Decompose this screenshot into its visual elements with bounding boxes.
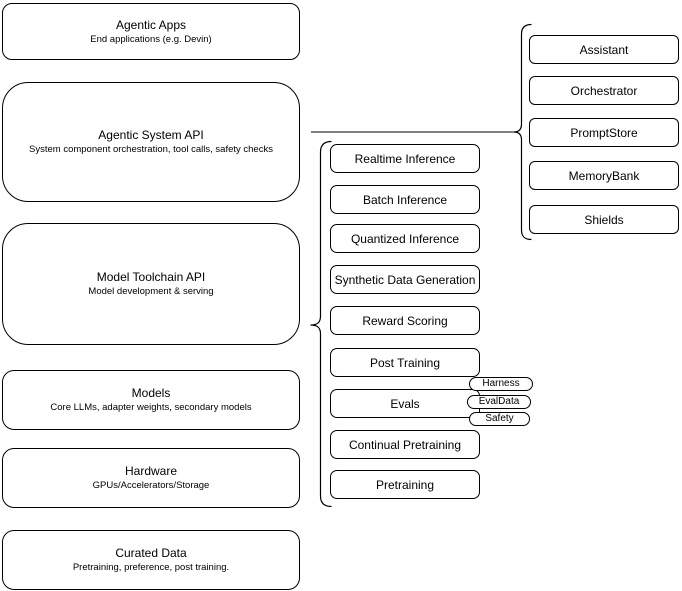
toolchain-item-synthetic-data-generation: Synthetic Data Generation	[330, 265, 480, 294]
node-title: Agentic Apps	[115, 17, 187, 32]
toolchain-item-evals: Evals	[330, 389, 480, 418]
toolchain-item-pretraining: Pretraining	[330, 470, 480, 499]
node-agentic-apps: Agentic Apps End applications (e.g. Devi…	[2, 3, 300, 60]
toolchain-item-continual-pretraining: Continual Pretraining	[330, 430, 480, 459]
node-curated-data: Curated Data Pretraining, preference, po…	[2, 530, 300, 590]
node-hardware: Hardware GPUs/Accelerators/Storage	[2, 448, 300, 508]
toolchain-item-reward-scoring: Reward Scoring	[330, 306, 480, 335]
eval-badge-harness: Harness	[469, 377, 533, 391]
node-subtitle: Model development & serving	[88, 286, 214, 297]
eval-badge-safety: Safety	[469, 412, 530, 426]
node-subtitle: GPUs/Accelerators/Storage	[92, 480, 210, 491]
toolchain-item-quantized-inference: Quantized Inference	[330, 224, 480, 253]
system-component-memorybank: MemoryBank	[529, 161, 679, 190]
node-model-toolchain-api: Model Toolchain API Model development & …	[2, 223, 300, 345]
node-agentic-system-api: Agentic System API System component orch…	[2, 82, 300, 202]
system-component-orchestrator: Orchestrator	[529, 76, 679, 105]
node-title: Model Toolchain API	[96, 270, 206, 284]
eval-badge-evaldata: EvalData	[467, 395, 531, 409]
system-component-promptstore: PromptStore	[529, 118, 679, 147]
node-subtitle: Pretraining, preference, post training.	[72, 562, 230, 573]
node-models: Models Core LLMs, adapter weights, secon…	[2, 370, 300, 430]
node-title: Curated Data	[115, 546, 187, 560]
system-component-shields: Shields	[529, 205, 679, 234]
toolchain-item-post-training: Post Training	[330, 348, 480, 377]
node-title: Agentic System API	[98, 128, 204, 142]
toolchain-item-realtime-inference: Realtime Inference	[330, 144, 480, 173]
node-title: Hardware	[124, 464, 178, 478]
node-title: Models	[131, 386, 171, 400]
system-component-assistant: Assistant	[529, 35, 679, 64]
node-subtitle: End applications (e.g. Devin)	[90, 33, 212, 45]
node-subtitle: Core LLMs, adapter weights, secondary mo…	[50, 402, 252, 413]
toolchain-bracket	[310, 140, 332, 508]
node-subtitle: System component orchestration, tool cal…	[29, 144, 273, 155]
toolchain-item-batch-inference: Batch Inference	[330, 185, 480, 214]
